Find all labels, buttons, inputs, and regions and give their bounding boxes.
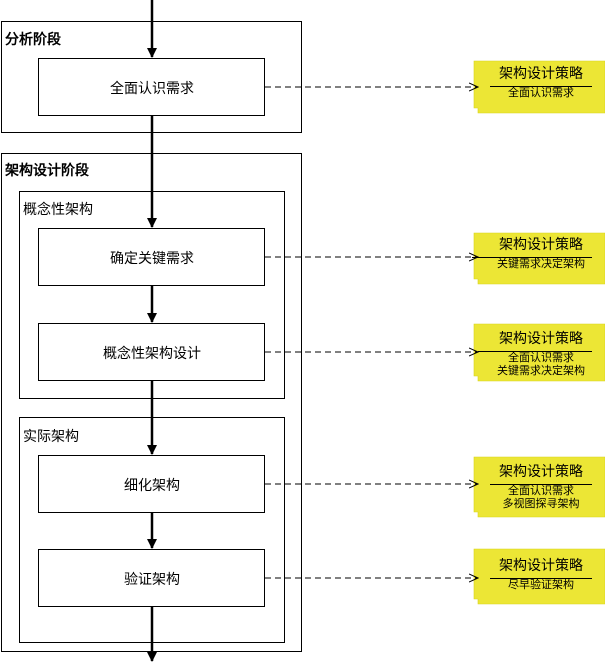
strategy-note-title: 架构设计策略 [499, 237, 583, 253]
strategy-note-shape-2 [473, 232, 605, 285]
strategy-note-line: 全面认识需求 [508, 351, 574, 364]
strategy-note-shape-3 [473, 323, 605, 382]
strategy-note-line: 尽早验证架构 [508, 578, 574, 591]
strategy-note-title: 架构设计策略 [499, 558, 583, 574]
strategy-note-2: 架构设计策略 关键需求决定架构 [474, 237, 605, 270]
strategy-note-line: 关键需求决定架构 [497, 364, 585, 377]
step-validate-architecture: 验证架构 [124, 571, 180, 588]
strategy-note-line: 全面认识需求 [508, 86, 574, 99]
strategy-note-shape-5 [473, 548, 605, 605]
strategy-note-title: 架构设计策略 [499, 464, 583, 480]
design-phase-label: 架构设计阶段 [5, 163, 89, 179]
strategy-note-line: 全面认识需求 [508, 484, 574, 497]
strategy-note-4: 架构设计策略 全面认识需求 多视图探寻架构 [474, 464, 605, 510]
strategy-note-line: 关键需求决定架构 [497, 257, 585, 270]
step-key-requirements: 确定关键需求 [110, 250, 194, 267]
strategy-note-1: 架构设计策略 全面认识需求 [474, 66, 605, 99]
step-conceptual-design: 概念性架构设计 [103, 345, 201, 362]
step-box-understand-requirements [38, 58, 265, 116]
strategy-note-3: 架构设计策略 全面认识需求 关键需求决定架构 [474, 331, 605, 377]
step-box-key-requirements [38, 228, 265, 286]
step-understand-requirements: 全面认识需求 [110, 80, 194, 97]
analysis-phase-label: 分析阶段 [5, 32, 61, 48]
actual-architecture-label: 实际架构 [23, 429, 79, 445]
strategy-note-shape-4 [473, 456, 605, 518]
strategy-note-5: 架构设计策略 尽早验证架构 [474, 558, 605, 591]
conceptual-architecture-label: 概念性架构 [23, 202, 93, 218]
step-refine-architecture: 细化架构 [124, 477, 180, 494]
strategy-note-line: 多视图探寻架构 [502, 497, 580, 510]
strategy-note-title: 架构设计策略 [499, 66, 583, 82]
step-box-validate-architecture [38, 549, 265, 607]
step-box-conceptual-design [38, 323, 265, 381]
strategy-note-title: 架构设计策略 [499, 331, 583, 347]
step-box-refine-architecture [38, 455, 265, 513]
